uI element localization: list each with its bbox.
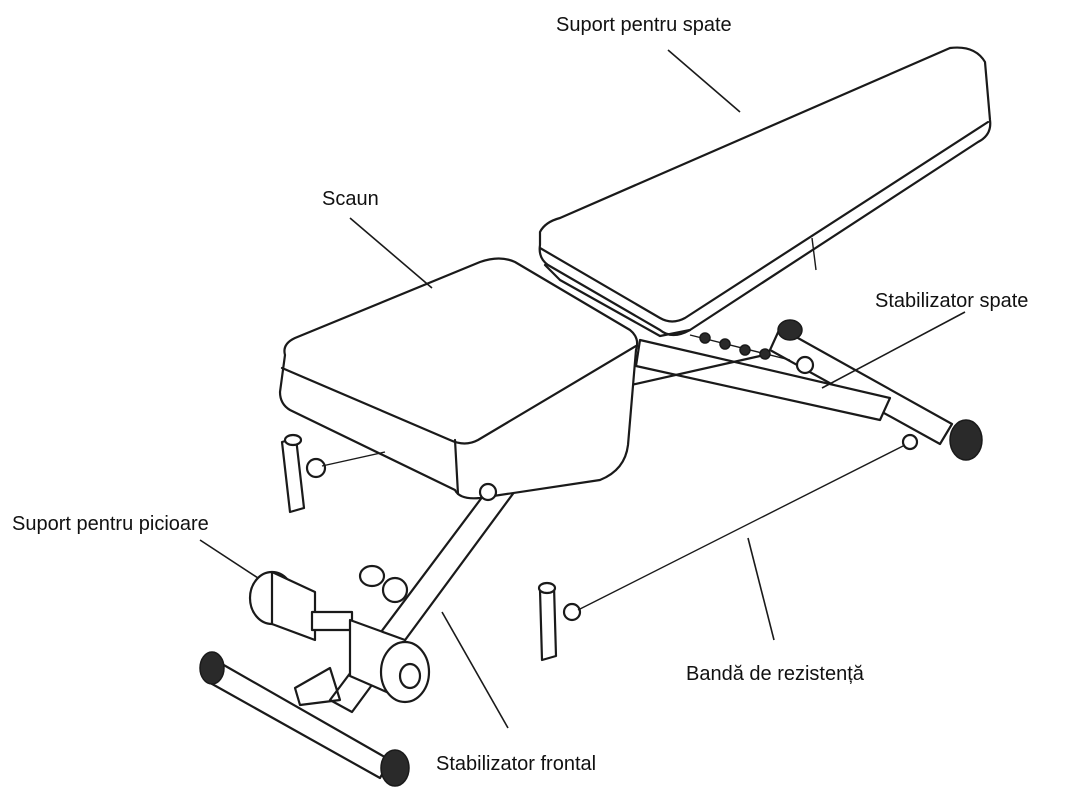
label-resistance-band: Bandă de rezistență	[686, 663, 864, 685]
label-back-support: Suport pentru spate	[556, 14, 732, 36]
front-stabilizer-bar	[199, 651, 410, 787]
label-front-stabilizer: Stabilizator frontal	[436, 753, 597, 775]
adjustment-ladder	[689, 332, 815, 375]
pointer-lines	[199, 49, 966, 729]
back-support-pad	[538, 46, 992, 338]
resistance-band	[537, 433, 919, 662]
rear-stabilizer-bar	[768, 319, 983, 461]
leg-support	[248, 564, 431, 704]
band-handle-upper	[280, 433, 386, 514]
seat-pad	[278, 257, 639, 502]
label-seat: Scaun	[322, 188, 379, 210]
label-rear-stabilizer: Stabilizator spate	[875, 290, 1029, 312]
label-leg-support: Suport pentru picioare	[12, 513, 209, 535]
